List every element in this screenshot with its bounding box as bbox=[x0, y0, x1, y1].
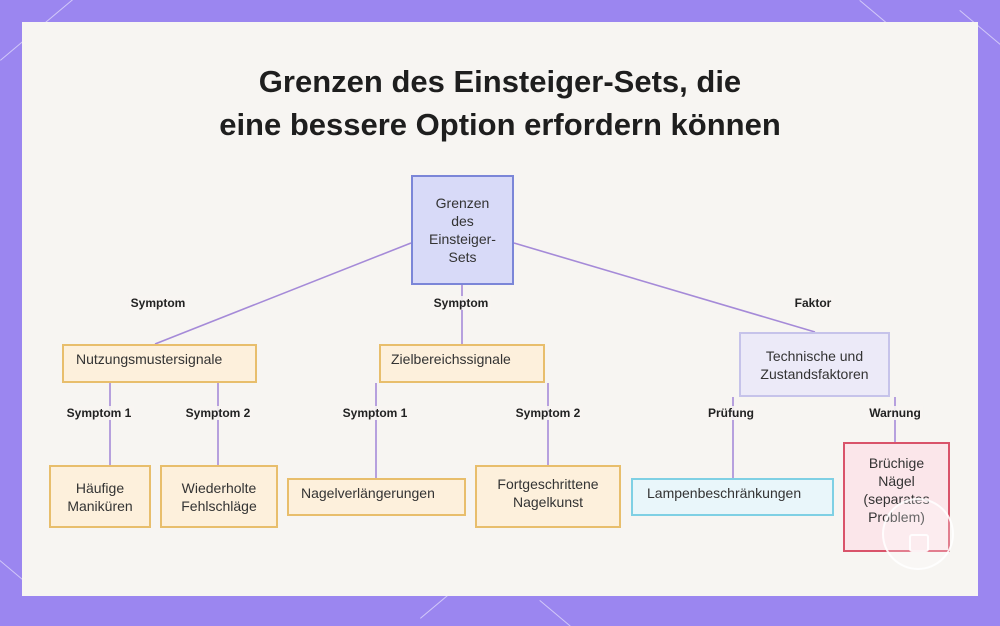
leaf-node-lamp-limitations: Lampenbeschränkungen bbox=[631, 478, 834, 516]
title-line-1: Grenzen des Einsteiger-Sets, die bbox=[258, 64, 742, 99]
leaf-node-frequent-manicures-label: Häufige Maniküren bbox=[67, 479, 133, 514]
branch-node-usage: Nutzungsmustersignale bbox=[62, 344, 257, 383]
edge-label-b3-c1: Prüfung bbox=[706, 406, 756, 420]
edge-label-branch-1: Symptom bbox=[128, 296, 188, 310]
leaf-node-lamp-limitations-label: Lampenbeschränkungen bbox=[647, 485, 802, 501]
connector-root-left bbox=[154, 242, 412, 345]
edge-label-b1-c1: Symptom 1 bbox=[64, 406, 134, 420]
leaf-node-frequent-manicures: Häufige Maniküren bbox=[49, 465, 151, 528]
edge-label-b2-c2: Symptom 2 bbox=[513, 406, 583, 420]
root-node: Grenzen des Einsteiger-Sets bbox=[411, 175, 514, 285]
leaf-node-advanced-nail-art-label: Fortgeschrittene Nagelkunst bbox=[497, 475, 599, 510]
edge-label-b2-c1: Symptom 1 bbox=[340, 406, 410, 420]
leaf-node-advanced-nail-art: Fortgeschrittene Nagelkunst bbox=[475, 465, 621, 528]
leaf-node-nail-extensions: Nagelverlängerungen bbox=[287, 478, 466, 516]
branch-node-technical: Technische und Zustandsfaktoren bbox=[739, 332, 890, 397]
branch-node-usage-label: Nutzungsmustersignale bbox=[76, 350, 223, 367]
leaf-node-repeated-failures-label: Wiederholte Fehlschläge bbox=[181, 479, 257, 514]
title-line-2: eine bessere Option erfordern können bbox=[219, 107, 781, 142]
root-node-label: Grenzen des Einsteiger-Sets bbox=[429, 195, 496, 265]
branch-node-technical-label: Technische und Zustandsfaktoren bbox=[760, 347, 869, 382]
branch-node-target: Zielbereichssignale bbox=[379, 344, 545, 383]
edge-label-b1-c2: Symptom 2 bbox=[183, 406, 253, 420]
watermark-seal bbox=[882, 498, 954, 570]
leaf-node-nail-extensions-label: Nagelverlängerungen bbox=[301, 485, 435, 501]
branch-node-target-label: Zielbereichssignale bbox=[391, 350, 511, 367]
edge-label-branch-3: Faktor bbox=[792, 296, 834, 310]
connector-root-right bbox=[513, 242, 816, 333]
edge-label-b3-c2: Warnung bbox=[867, 406, 923, 420]
leaf-node-repeated-failures: Wiederholte Fehlschläge bbox=[160, 465, 278, 528]
edge-label-branch-2: Symptom bbox=[431, 296, 491, 310]
diagram-title: Grenzen des Einsteiger-Sets, die eine be… bbox=[0, 60, 1000, 146]
